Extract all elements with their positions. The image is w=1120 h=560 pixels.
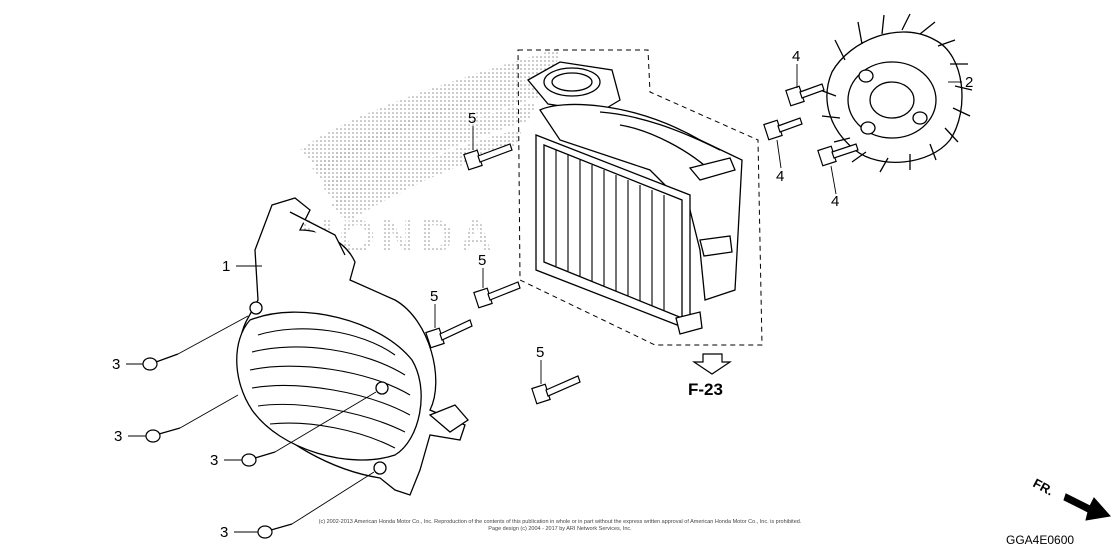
bolt-group [425,83,859,405]
callout-4c: 4 [831,193,839,210]
screw-3b [145,427,181,443]
assembly-boundary-dashed [517,49,763,346]
screw-3c [241,451,276,467]
copyright-notice: (c) 2002-2013 American Honda Motor Co., … [240,519,880,533]
diagram-code: GGA4E0600 [1006,533,1075,547]
cooling-fan [819,13,973,173]
radiator-fins [555,150,665,311]
screw-group [142,353,293,539]
leader-lines [126,64,962,533]
fan-cover-louvers [249,328,411,449]
callout-1: 1 [222,258,230,275]
arrow-right-down-icon [1063,493,1111,521]
outline-arrow-down-icon [692,353,732,375]
callout-4b: 4 [776,168,784,185]
bolt-5c [425,319,473,349]
bolt-5b [473,281,521,309]
callout-3d: 3 [220,524,228,541]
fan-cover [236,197,469,496]
reference-label: F-23 [688,380,723,399]
direction-label: FR. [1031,475,1057,498]
callout-5c: 5 [430,288,438,305]
callout-5b: 5 [478,252,486,269]
copyright-line-2: Page design (c) 2004 - 2017 by ARI Netwo… [488,526,632,532]
callout-4a: 4 [792,48,800,65]
callout-3b: 3 [114,428,122,445]
bolt-4a [785,83,825,107]
callout-3c: 3 [210,452,218,469]
callout-5d: 5 [536,344,544,361]
callout-2: 2 [965,74,973,91]
bolt-5d [531,375,581,405]
copyright-line-1: (c) 2002-2013 American Honda Motor Co., … [318,519,802,525]
bolt-4c [817,143,859,167]
callout-3a: 3 [112,356,120,373]
honda-wing-watermark [300,48,560,222]
callout-5a: 5 [468,110,476,127]
bolt-5a [463,143,513,171]
screw-3a [142,353,179,371]
radiator-shroud-assembly [527,61,743,335]
bolt-4b [763,117,803,141]
